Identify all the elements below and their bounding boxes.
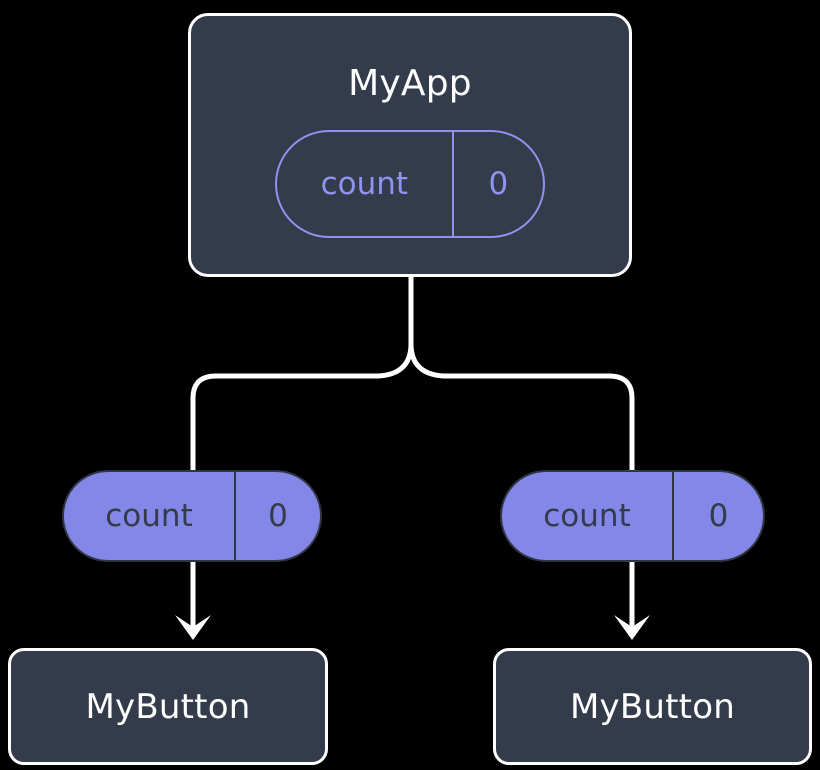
widget-node-mybutton-right[interactable]: MyButton: [493, 648, 812, 765]
widget-node-mybutton-left[interactable]: MyButton: [8, 648, 328, 765]
arrow-left-head: [175, 615, 211, 640]
state-pill-myapp-key: count: [277, 132, 454, 236]
arrow-left-group: [175, 562, 211, 640]
arrow-right-group: [614, 562, 650, 640]
widget-node-mybutton-left-label: MyButton: [85, 686, 251, 727]
edge-fork-right: [408, 341, 635, 473]
state-pill-myapp-value: 0: [488, 165, 509, 202]
state-pill-myapp[interactable]: count 0: [275, 130, 545, 238]
widget-node-myapp-label: MyApp: [348, 63, 472, 104]
state-pill-left-key: count: [64, 472, 236, 560]
state-pill-right[interactable]: count 0: [500, 470, 765, 562]
state-pill-left-value: 0: [268, 497, 288, 534]
arrow-right-head: [614, 615, 650, 640]
state-pill-left[interactable]: count 0: [62, 470, 322, 562]
state-pill-right-value: 0: [708, 497, 729, 534]
widget-node-myapp[interactable]: MyApp count 0: [188, 13, 632, 277]
edge-fork-left: [190, 341, 414, 473]
state-pill-right-key: count: [502, 472, 674, 560]
widget-node-mybutton-right-label: MyButton: [570, 686, 735, 727]
